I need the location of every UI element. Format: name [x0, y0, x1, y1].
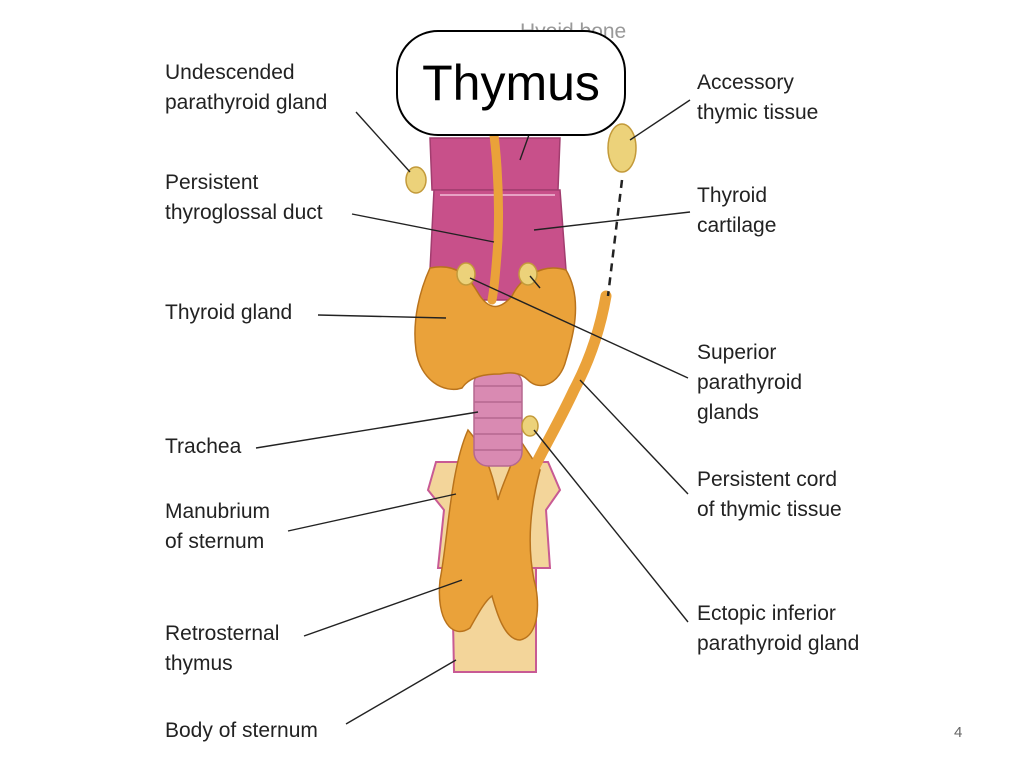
title-box: Thymus	[396, 30, 626, 136]
leader-thyroid-gland	[317, 314, 447, 319]
label-body-of-sternum: Body of sternum	[165, 719, 318, 742]
accessory-thymic-tissue-shape	[607, 123, 637, 173]
label-trachea: Trachea	[165, 435, 242, 458]
leader-superior-1	[469, 277, 689, 379]
slide-title: Thymus	[422, 55, 600, 111]
label-thyroid-cartilage: Thyroid cartilage	[697, 184, 777, 237]
leader-accessory	[629, 99, 691, 141]
label-ectopic-inferior-parathyroid: Ectopic inferior parathyroid gland	[697, 602, 860, 655]
leader-cord	[579, 379, 689, 495]
leader-retrosternal	[303, 579, 463, 637]
superior-parathyroid-left-shape	[456, 262, 476, 286]
leader-undescended	[355, 111, 411, 173]
leader-superior-2	[529, 275, 541, 289]
retrosternal-thymus-shape	[438, 428, 541, 641]
label-persistent-cord: Persistent cord of thymic tissue	[697, 468, 842, 521]
leader-thyroid-cartilage	[533, 211, 691, 231]
dashed-descent-line	[606, 179, 624, 297]
trachea-shape	[473, 369, 523, 467]
leader-trachea	[255, 411, 479, 449]
label-accessory-thymic-tissue: Accessory thymic tissue	[697, 71, 819, 124]
label-superior-parathyroid-glands: Superior parathyroid glands	[697, 341, 803, 424]
thyroid-gland-shape	[414, 266, 577, 391]
leader-ectopic	[533, 429, 689, 623]
leader-thyroglossal	[351, 213, 495, 243]
label-thyroid-gland: Thyroid gland	[165, 301, 293, 324]
page-number: 4	[954, 724, 963, 741]
leader-sternum	[345, 659, 457, 725]
leader-lines	[255, 47, 691, 725]
label-retrosternal-thymus: Retrosternal thymus	[165, 622, 280, 675]
thymic-cord-shape	[528, 290, 612, 474]
label-persistent-thyroglossal-duct: Persistent thyroglossal duct	[165, 171, 323, 224]
undescended-parathyroid-shape	[405, 166, 427, 194]
label-undescended-parathyroid: Undescended parathyroid gland	[165, 61, 328, 114]
label-manubrium: Manubrium of sternum	[165, 500, 271, 553]
leader-manubrium	[287, 493, 457, 532]
